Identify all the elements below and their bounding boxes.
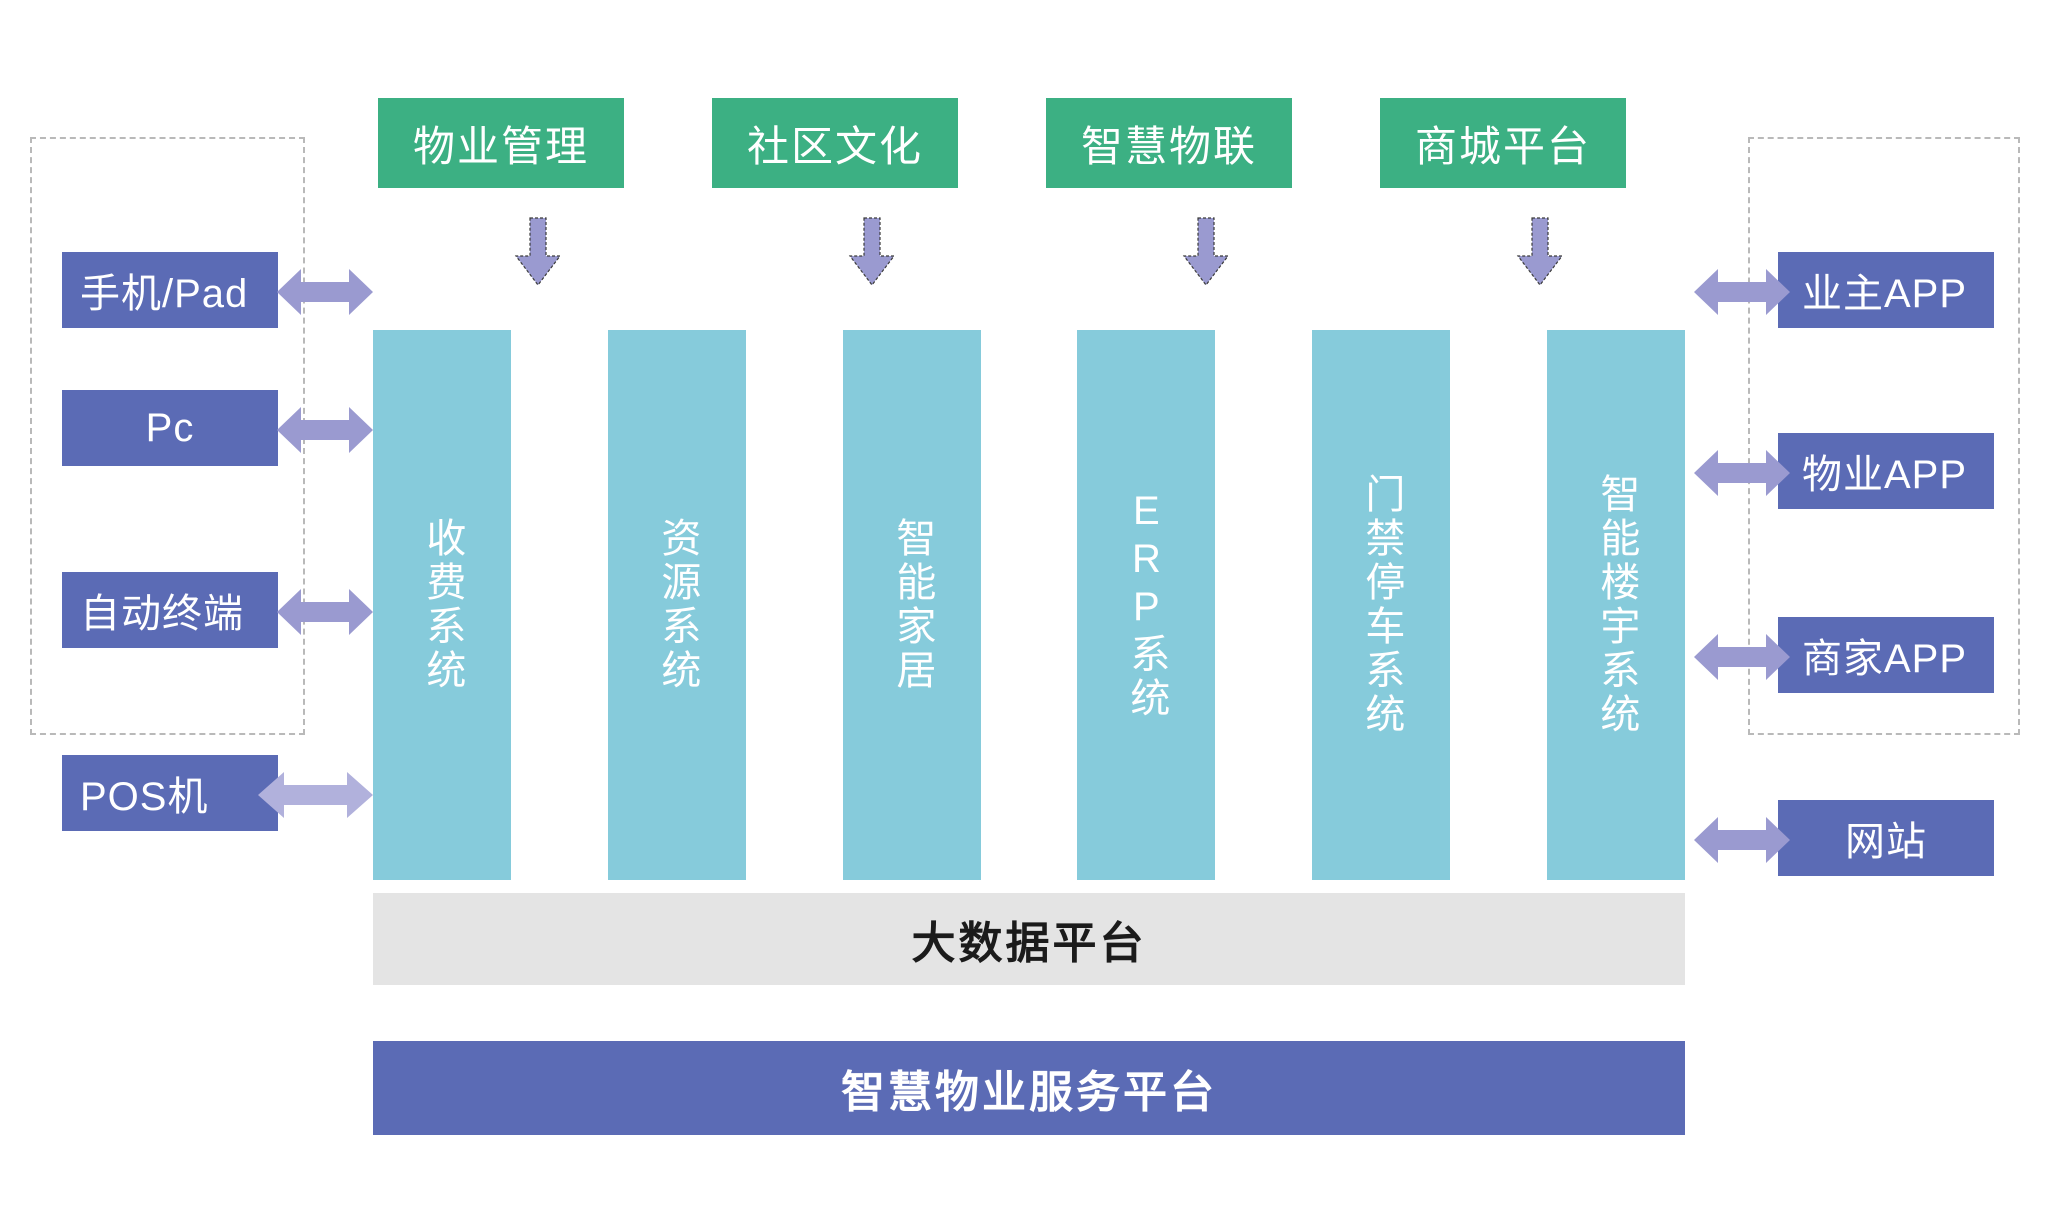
channel-box-mall-platform[interactable]: 商城平台 bbox=[1380, 98, 1626, 188]
terminal-box-mobile-pad[interactable]: 手机/Pad bbox=[62, 252, 278, 328]
system-label: 收费系统 bbox=[420, 517, 465, 693]
system-column-smart-building[interactable]: 智能楼宇系统 bbox=[1547, 330, 1685, 880]
channel-box-property-management[interactable]: 物业管理 bbox=[378, 98, 624, 188]
left-right-arrow-icon-website bbox=[1694, 814, 1790, 866]
left-right-arrow-icon-auto-terminal bbox=[277, 586, 373, 638]
system-column-charging[interactable]: 收费系统 bbox=[373, 330, 511, 880]
system-label: 门禁停车系统 bbox=[1359, 473, 1404, 737]
terminal-box-pos[interactable]: POS机 bbox=[62, 755, 278, 831]
system-column-resource[interactable]: 资源系统 bbox=[608, 330, 746, 880]
system-label: 智能楼宇系统 bbox=[1594, 473, 1639, 737]
terminal-label: Pc bbox=[145, 405, 195, 450]
client-box-website[interactable]: 网站 bbox=[1778, 800, 1994, 876]
terminal-box-auto-terminal[interactable]: 自动终端 bbox=[62, 572, 278, 648]
channel-label: 物业管理 bbox=[412, 122, 589, 170]
system-label: 资源系统 bbox=[655, 517, 700, 693]
client-label: 业主APP bbox=[1802, 272, 1968, 316]
channel-box-community-culture[interactable]: 社区文化 bbox=[712, 98, 958, 188]
big-data-platform-bar[interactable]: 大数据平台 bbox=[373, 893, 1685, 985]
left-right-arrow-icon-mobile bbox=[277, 266, 373, 318]
left-right-arrow-icon-pc bbox=[277, 404, 373, 456]
terminal-box-pc[interactable]: Pc bbox=[62, 390, 278, 466]
right-client-group bbox=[1748, 137, 2020, 735]
system-column-erp[interactable]: ERP系统 bbox=[1077, 330, 1215, 880]
system-column-smart-home[interactable]: 智能家居 bbox=[843, 330, 981, 880]
down-arrow-icon-3 bbox=[1182, 217, 1230, 286]
client-box-merchant-app[interactable]: 商家APP bbox=[1778, 617, 1994, 693]
client-label: 网站 bbox=[1845, 820, 1927, 864]
client-box-property-app[interactable]: 物业APP bbox=[1778, 433, 1994, 509]
left-right-arrow-icon-property-app bbox=[1694, 447, 1790, 499]
system-label: ERP系统 bbox=[1124, 489, 1169, 721]
client-box-owner-app[interactable]: 业主APP bbox=[1778, 252, 1994, 328]
terminal-label: POS机 bbox=[80, 775, 209, 819]
left-right-arrow-icon-owner-app bbox=[1694, 266, 1790, 318]
client-label: 物业APP bbox=[1802, 453, 1968, 497]
terminal-label: 自动终端 bbox=[80, 592, 244, 636]
channel-label: 智慧物联 bbox=[1080, 122, 1257, 170]
channel-label: 社区文化 bbox=[746, 122, 923, 170]
service-platform-label: 智慧物业服务平台 bbox=[841, 1068, 1217, 1117]
big-data-platform-label: 大数据平台 bbox=[911, 919, 1147, 968]
left-right-arrow-icon-pos bbox=[258, 769, 373, 821]
channel-label: 商城平台 bbox=[1414, 122, 1591, 170]
system-column-access-parking[interactable]: 门禁停车系统 bbox=[1312, 330, 1450, 880]
client-label: 商家APP bbox=[1802, 637, 1968, 681]
service-platform-bar[interactable]: 智慧物业服务平台 bbox=[373, 1041, 1685, 1135]
terminal-label: 手机/Pad bbox=[80, 272, 249, 316]
down-arrow-icon-1 bbox=[514, 217, 562, 286]
down-arrow-icon-2 bbox=[848, 217, 896, 286]
left-right-arrow-icon-merchant-app bbox=[1694, 631, 1790, 683]
channel-box-smart-iot[interactable]: 智慧物联 bbox=[1046, 98, 1292, 188]
system-label: 智能家居 bbox=[890, 517, 935, 693]
down-arrow-icon-4 bbox=[1516, 217, 1564, 286]
